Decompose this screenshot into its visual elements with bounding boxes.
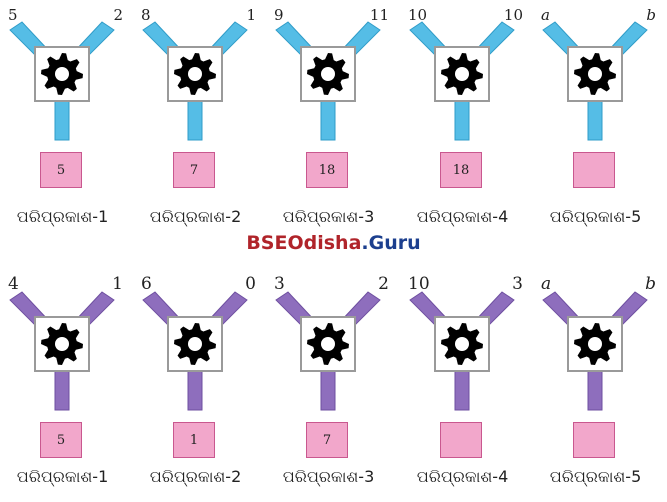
output-stem xyxy=(187,367,203,411)
input-right-value: 0 xyxy=(245,274,256,294)
output-box: 18 xyxy=(440,152,482,188)
expression-caption: ପରିପ୍ରକାଶ-2 xyxy=(149,207,242,226)
input-left-value: 6 xyxy=(141,274,152,294)
output-box: 1 xyxy=(173,422,215,458)
gear-hole xyxy=(188,337,202,351)
input-right-value: 1 xyxy=(112,274,123,294)
gear-hole xyxy=(55,67,69,81)
output-stem xyxy=(54,367,70,411)
function-machine: 9 11 18 ପରିପ୍ରକାଶ-3 xyxy=(266,0,399,230)
function-machine: 10 3 ପରିପ୍ରକାଶ-4 xyxy=(400,270,533,500)
watermark-part-2: .Guru xyxy=(361,232,421,254)
machine-graphic xyxy=(409,291,515,411)
gear-hole xyxy=(321,337,335,351)
output-stem xyxy=(187,97,203,141)
machine-graphic xyxy=(409,21,515,141)
machine-graphic xyxy=(275,21,381,141)
output-box: 18 xyxy=(306,152,348,188)
output-box: 5 xyxy=(40,152,82,188)
expression-caption: ପରିପ୍ରକାଶ-5 xyxy=(549,207,642,226)
gear-hole xyxy=(455,67,469,81)
gear-hole xyxy=(321,67,335,81)
input-left-value: 3 xyxy=(274,274,285,294)
output-box xyxy=(440,422,482,458)
input-left-value: 4 xyxy=(8,274,19,294)
expression-caption: ପରିପ୍ରକାଶ-3 xyxy=(282,207,375,226)
machine-graphic xyxy=(542,21,648,141)
expression-caption: ପରିପ୍ରକାଶ-1 xyxy=(16,207,109,226)
output-box xyxy=(573,422,615,458)
output-stem xyxy=(54,97,70,141)
function-machine: 3 2 7 ପରିପ୍ରକାଶ-3 xyxy=(266,270,399,500)
machine-graphic xyxy=(275,291,381,411)
input-right-value: b xyxy=(646,6,656,24)
gear-hole xyxy=(455,337,469,351)
machine-graphic xyxy=(142,21,248,141)
expression-caption: ପରିପ୍ରକାଶ-1 xyxy=(16,467,109,486)
machine-graphic xyxy=(9,21,115,141)
input-right-value: 2 xyxy=(113,6,123,24)
input-right-value: 1 xyxy=(246,6,256,24)
input-left-value: 10 xyxy=(408,274,430,294)
input-left-value: a xyxy=(541,274,552,294)
expression-caption: ପରିପ୍ରକାଶ-4 xyxy=(416,467,509,486)
input-left-value: 10 xyxy=(408,6,428,24)
machine-row-bottom: 4 1 5 ପରିପ୍ରକାଶ-1 6 0 1 ପରିପ୍ରକାଶ-2 3 2 7 ପରିପ୍ରକାଶ… xyxy=(0,270,667,500)
machine-row-top: 5 2 5 ପରିପ୍ରକାଶ-1 8 1 7 ପରିପ୍ରକାଶ-2 9 11 18 ପରିପ୍ରକ… xyxy=(0,0,667,230)
gear-hole xyxy=(188,67,202,81)
input-right-value: 3 xyxy=(512,274,523,294)
watermark-part-1: BSEOdisha xyxy=(246,232,362,254)
function-machine: a b ପରିପ୍ରକାଶ-5 xyxy=(533,270,666,500)
output-stem xyxy=(320,367,336,411)
expression-caption: ପରିପ୍ରକାଶ-4 xyxy=(416,207,509,226)
output-box xyxy=(573,152,615,188)
input-left-value: a xyxy=(541,6,550,24)
input-right-value: 11 xyxy=(369,6,389,24)
output-stem xyxy=(454,367,470,411)
input-left-value: 8 xyxy=(141,6,151,24)
expression-caption: ପରିପ୍ରକାଶ-5 xyxy=(549,467,642,486)
output-stem xyxy=(320,97,336,141)
gear-hole xyxy=(55,337,69,351)
input-right-value: 2 xyxy=(378,274,389,294)
output-stem xyxy=(587,367,603,411)
function-machine: 5 2 5 ପରିପ୍ରକାଶ-1 xyxy=(0,0,133,230)
output-stem xyxy=(454,97,470,141)
output-stem xyxy=(587,97,603,141)
input-left-value: 5 xyxy=(8,6,18,24)
output-box: 5 xyxy=(40,422,82,458)
gear-hole xyxy=(588,67,602,81)
input-left-value: 9 xyxy=(274,6,284,24)
input-right-value: 10 xyxy=(503,6,523,24)
function-machine: 8 1 7 ପରିପ୍ରକାଶ-2 xyxy=(133,0,266,230)
machine-graphic xyxy=(542,291,648,411)
gear-hole xyxy=(588,337,602,351)
function-machine: 6 0 1 ପରିପ୍ରକାଶ-2 xyxy=(133,270,266,500)
output-box: 7 xyxy=(173,152,215,188)
function-machine: 4 1 5 ପରିପ୍ରକାଶ-1 xyxy=(0,270,133,500)
output-box: 7 xyxy=(306,422,348,458)
function-machine: a b ପରିପ୍ରକାଶ-5 xyxy=(533,0,666,230)
expression-caption: ପରିପ୍ରକାଶ-3 xyxy=(282,467,375,486)
watermark: BSEOdisha.Guru xyxy=(0,232,667,254)
input-right-value: b xyxy=(645,274,656,294)
machine-graphic xyxy=(9,291,115,411)
function-machine: 10 10 18 ପରିପ୍ରକାଶ-4 xyxy=(400,0,533,230)
expression-caption: ପରିପ୍ରକାଶ-2 xyxy=(149,467,242,486)
machine-graphic xyxy=(142,291,248,411)
